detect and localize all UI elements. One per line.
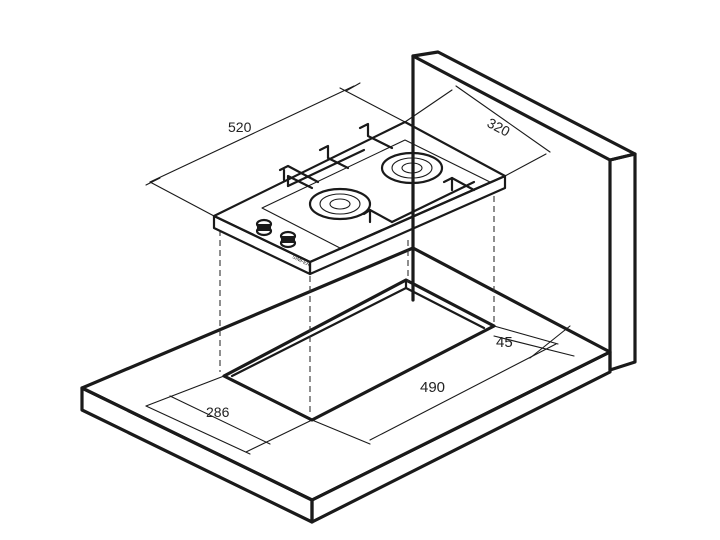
dimension-width-label: 520	[228, 119, 252, 135]
burner-front	[308, 187, 372, 221]
gas-hob: SIMFER	[212, 120, 507, 276]
dimension-lines	[145, 82, 575, 455]
countertop	[80, 246, 612, 524]
dimension-cutout-width-label: 490	[420, 379, 445, 396]
projection-lines	[219, 196, 495, 414]
dimension-margin-label: 45	[496, 334, 513, 351]
burner-rear	[380, 151, 444, 185]
pan-supports	[278, 122, 476, 224]
control-knobs	[255, 218, 297, 249]
wall	[411, 50, 637, 372]
dimension-cutout-depth-label: 286	[206, 404, 230, 420]
dimension-depth-label: 320	[485, 115, 513, 140]
cutout	[222, 278, 496, 422]
